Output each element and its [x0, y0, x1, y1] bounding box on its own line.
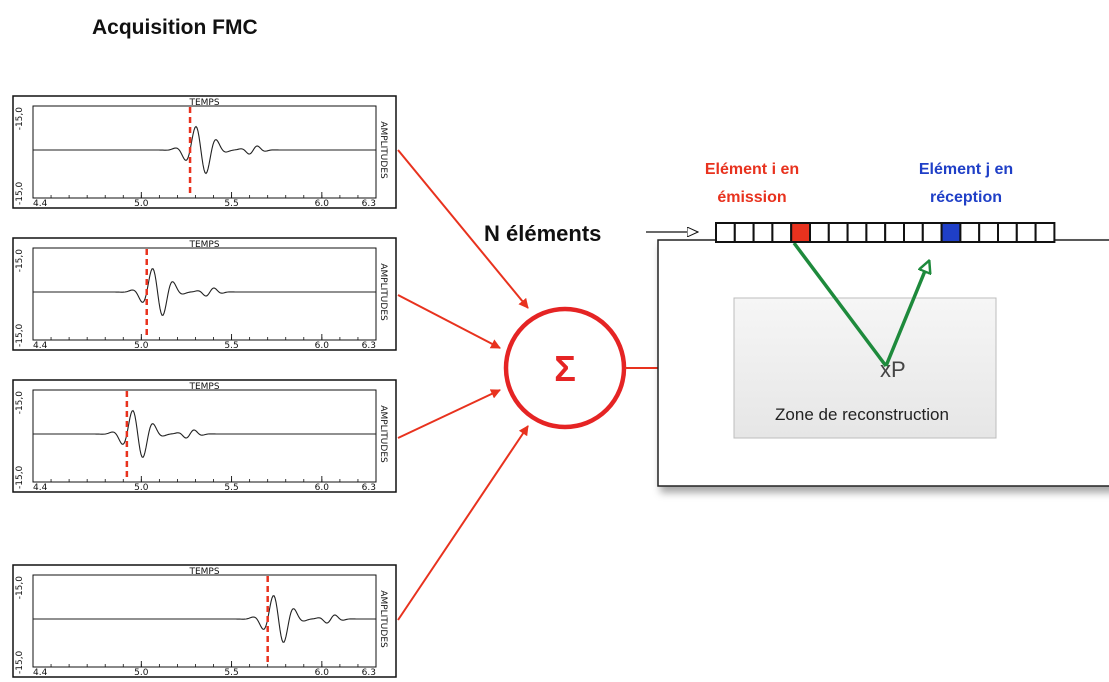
svg-text:réception: réception [930, 189, 1002, 206]
svg-text:Elément i en: Elément i en [705, 161, 799, 178]
emitter-label: Elément i en émission [705, 161, 799, 206]
array-element [733, 222, 755, 243]
array-element [809, 222, 830, 243]
waveform [33, 268, 376, 316]
panel-axis-title: TEMPS [188, 240, 219, 250]
panel-side-label: AMPLITUDES [378, 263, 388, 321]
input-arrow [397, 149, 529, 309]
y-tick-bottom: -15,0 [15, 465, 25, 489]
reception-path [884, 266, 927, 367]
transducer-array [715, 222, 1056, 243]
array-element [921, 222, 943, 243]
x-tick-label: 5.0 [134, 341, 149, 351]
array-element [978, 222, 1000, 243]
signal-panels: TEMPS AMPLITUDES -15,0 -15,0 4.4 5.0 5.5 6.0 6.3… [12, 95, 397, 678]
x-tick-label: 5.5 [224, 483, 238, 493]
signal-panel: TEMPS AMPLITUDES -15,0 -15,0 4.4 5.0 5.5 6.0 6.3 [12, 379, 397, 493]
page-title: Acquisition FMC [92, 16, 258, 39]
y-tick-bottom: -15,0 [15, 650, 25, 674]
array-element [846, 222, 868, 243]
x-tick-label: 6.0 [315, 483, 330, 493]
panel-axis-title: TEMPS [188, 382, 219, 392]
signal-panel: TEMPS AMPLITUDES -15,0 -15,0 4.4 5.0 5.5 6.0 6.3 [12, 95, 397, 209]
sum-node: Σ [503, 306, 627, 430]
x-tick-label: 5.0 [134, 199, 149, 209]
input-arrow [397, 425, 529, 621]
x-tick-label: 5.0 [134, 668, 149, 678]
x-tick-label: 6.3 [362, 341, 376, 351]
array-element [865, 222, 887, 243]
array-element-emitter [790, 222, 812, 243]
array-element [752, 222, 774, 243]
point-label: xP [880, 357, 906, 382]
x-tick-label: 6.0 [315, 341, 330, 351]
x-tick-label: 4.4 [33, 483, 48, 493]
svg-text:émission: émission [717, 189, 786, 206]
panel-side-label: AMPLITUDES [378, 121, 388, 179]
receiver-label: Elément j en réception [919, 161, 1013, 206]
y-tick-top: -15,0 [15, 249, 25, 273]
panel-side-label: AMPLITUDES [378, 405, 388, 463]
panel-axis-title: TEMPS [188, 567, 219, 577]
array-element [997, 222, 1018, 243]
array-element [827, 222, 849, 243]
x-tick-label: 4.4 [33, 341, 48, 351]
y-tick-bottom: -15,0 [15, 181, 25, 205]
emission-path [792, 241, 888, 368]
signal-panel: TEMPS AMPLITUDES -15,0 -15,0 4.4 5.0 5.5 6.0 6.3 [12, 564, 397, 678]
input-arrows [397, 149, 529, 621]
x-tick-label: 6.3 [362, 483, 376, 493]
x-tick-label: 4.4 [33, 668, 48, 678]
array-element [903, 222, 924, 243]
sum-symbol: Σ [554, 348, 576, 389]
array-element [1034, 222, 1056, 243]
waveform [33, 125, 376, 175]
y-tick-top: -15,0 [15, 391, 25, 415]
x-tick-label: 4.4 [33, 199, 48, 209]
svg-text:Elément j en: Elément j en [919, 161, 1013, 178]
x-tick-label: 5.5 [224, 668, 238, 678]
array-element [884, 222, 906, 243]
y-tick-bottom: -15,0 [15, 323, 25, 347]
panel-axis-title: TEMPS [188, 98, 219, 108]
acoustic-paths [792, 241, 927, 368]
waveform [33, 409, 376, 459]
zone-label: Zone de reconstruction [775, 405, 949, 424]
y-tick-top: -15,0 [15, 576, 25, 600]
x-tick-label: 5.5 [224, 199, 238, 209]
array-element [959, 222, 981, 243]
x-tick-label: 6.0 [315, 668, 330, 678]
array-element [715, 222, 736, 243]
signal-panel: TEMPS AMPLITUDES -15,0 -15,0 4.4 5.0 5.5 6.0 6.3 [12, 237, 397, 351]
waveform [33, 595, 376, 643]
input-arrow [397, 294, 501, 349]
x-tick-label: 6.3 [362, 668, 376, 678]
array-label: N éléments [484, 221, 601, 246]
y-tick-top: -15,0 [15, 107, 25, 131]
array-element [771, 222, 793, 243]
input-arrow [397, 389, 501, 439]
x-tick-label: 5.5 [224, 341, 238, 351]
array-element-receiver [940, 222, 962, 243]
x-tick-label: 6.0 [315, 199, 330, 209]
panel-side-label: AMPLITUDES [378, 590, 388, 648]
array-element [1015, 222, 1037, 243]
reconstruction-zone: Zone de reconstruction [733, 297, 997, 439]
x-tick-label: 5.0 [134, 483, 149, 493]
x-tick-label: 6.3 [362, 199, 376, 209]
